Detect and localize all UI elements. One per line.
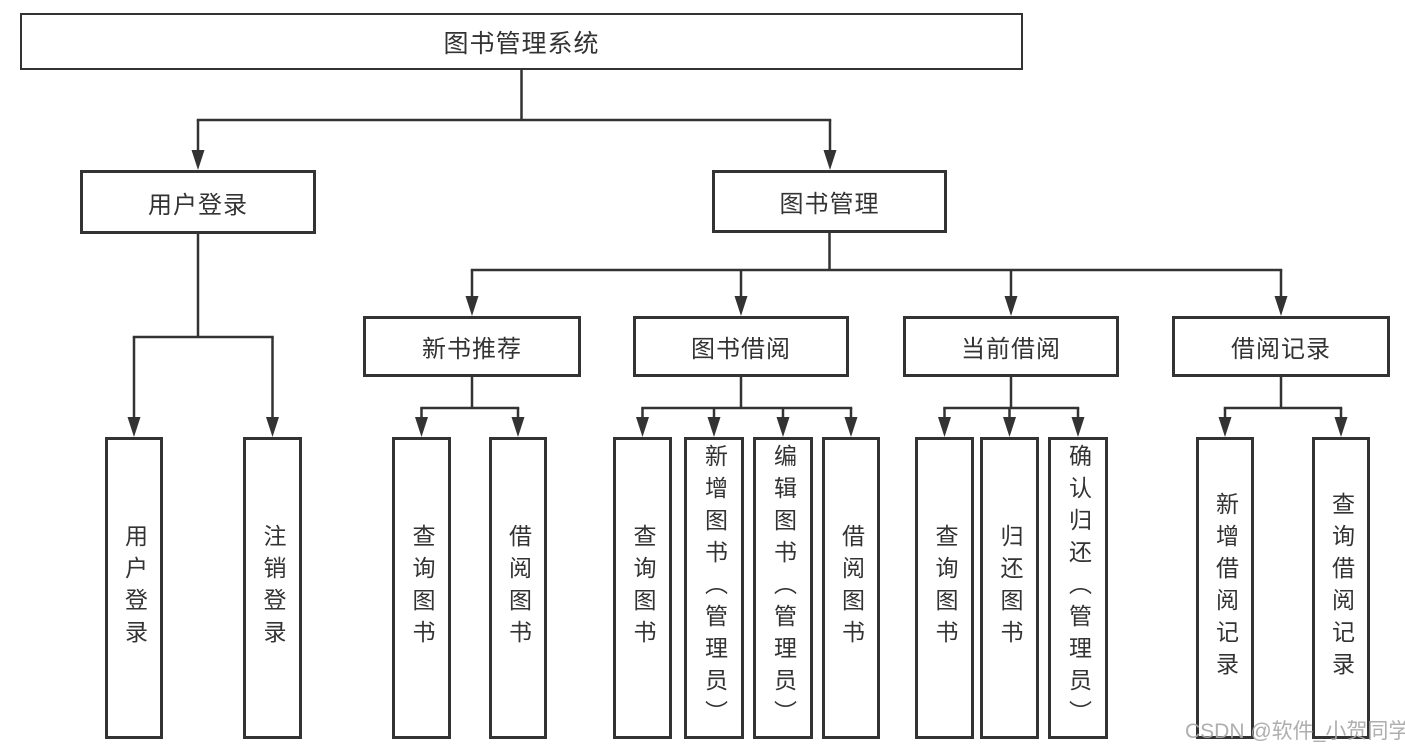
node-logout-leaf-label: 注销登录: [260, 524, 286, 652]
node-cb-return-books-label: 归还图书: [997, 524, 1023, 652]
node-new-book-recommend: 新书推荐: [363, 316, 581, 377]
node-root: 图书管理系统: [20, 13, 1023, 70]
node-bb-borrow-books: 借阅图书: [822, 437, 880, 739]
node-root-label: 图书管理系统: [443, 29, 600, 58]
node-cb-return-books: 归还图书: [980, 437, 1039, 739]
node-cb-confirm-return-label: 确认归还（管理员）: [1065, 444, 1092, 732]
node-bb-query-books: 查询图书: [613, 437, 672, 739]
node-book-borrow-label: 图书借阅: [691, 336, 791, 363]
node-borrow-records-label: 借阅记录: [1231, 336, 1331, 363]
node-current-borrow: 当前借阅: [903, 316, 1119, 377]
node-borrow-records: 借阅记录: [1172, 316, 1390, 377]
node-br-add-record-label: 新增借阅记录: [1212, 492, 1239, 684]
node-current-borrow-label: 当前借阅: [961, 336, 1061, 363]
node-bb-add-books: 新增图书（管理员）: [684, 437, 744, 739]
node-user-login-label: 用户登录: [148, 191, 248, 219]
node-nb-borrow-books: 借阅图书: [489, 437, 547, 739]
node-br-query-record: 查询借阅记录: [1312, 437, 1370, 739]
node-bb-edit-books: 编辑图书（管理员）: [753, 437, 813, 739]
node-bb-borrow-books-label: 借阅图书: [838, 524, 865, 652]
node-cb-query-books-label: 查询图书: [932, 524, 958, 652]
node-user-login-leaf-label: 用户登录: [121, 524, 148, 652]
node-book-management-label: 图书管理: [779, 191, 880, 218]
node-nb-query-books-label: 查询图书: [409, 524, 435, 652]
node-cb-query-books: 查询图书: [915, 437, 974, 739]
node-cb-confirm-return: 确认归还（管理员）: [1048, 437, 1108, 739]
node-br-query-record-label: 查询借阅记录: [1328, 492, 1355, 684]
node-book-management: 图书管理: [712, 170, 947, 233]
node-bb-add-books-label: 新增图书（管理员）: [701, 444, 728, 732]
node-bb-query-books-label: 查询图书: [630, 524, 656, 652]
node-nb-borrow-books-label: 借阅图书: [505, 524, 532, 652]
node-br-add-record: 新增借阅记录: [1196, 437, 1254, 739]
node-user-login-leaf: 用户登录: [105, 437, 163, 739]
node-new-book-recommend-label: 新书推荐: [422, 336, 522, 363]
node-book-borrow: 图书借阅: [633, 316, 849, 377]
node-nb-query-books: 查询图书: [392, 437, 451, 739]
watermark: CSDN @软件_小贺同学: [1185, 720, 1405, 743]
node-user-login: 用户登录: [80, 170, 316, 234]
node-logout-leaf: 注销登录: [243, 437, 302, 739]
node-bb-edit-books-label: 编辑图书（管理员）: [770, 444, 797, 732]
